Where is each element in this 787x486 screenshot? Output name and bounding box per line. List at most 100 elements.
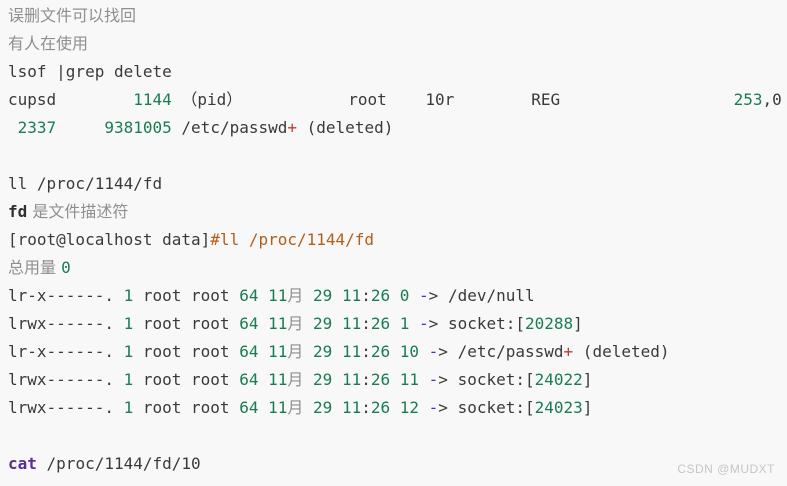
code-token: 29 bbox=[313, 342, 333, 361]
code-line: fd 是文件描述符 bbox=[8, 198, 779, 226]
code-token: 1144 bbox=[133, 90, 172, 109]
code-token: ] bbox=[582, 370, 593, 389]
code-token: (deleted) bbox=[297, 118, 394, 137]
code-token: /proc/1144/fd/10 bbox=[36, 454, 201, 473]
code-token bbox=[303, 342, 313, 361]
code-token: 11 bbox=[268, 314, 288, 333]
code-token: 11 bbox=[341, 370, 362, 389]
code-token: 26 bbox=[370, 370, 391, 389]
code-token: : bbox=[361, 314, 371, 333]
code-token: + bbox=[287, 118, 298, 137]
code-token: - bbox=[428, 342, 439, 361]
code-token: - bbox=[419, 314, 429, 333]
code-token: : bbox=[361, 286, 371, 305]
code-token bbox=[303, 398, 313, 417]
code-token bbox=[8, 118, 18, 137]
code-line: 有人在使用 bbox=[8, 30, 779, 58]
code-token: 26 bbox=[370, 398, 391, 417]
code-token: > socket:[ bbox=[428, 314, 525, 333]
code-token: lr-x------. bbox=[8, 342, 124, 361]
code-token: ] bbox=[573, 314, 583, 333]
code-token: 64 bbox=[239, 314, 259, 333]
code-line: [root@localhost data]#ll /proc/1144/fd bbox=[8, 226, 779, 254]
code-token: 月 bbox=[287, 398, 304, 417]
code-token: 26 bbox=[370, 286, 391, 305]
code-token bbox=[419, 370, 429, 389]
code-token bbox=[56, 118, 104, 137]
code-line: lr-x------. 1 root root 64 11月 29 11:26 … bbox=[8, 282, 779, 310]
watermark: CSDN @MUDXT bbox=[677, 462, 775, 476]
code-token: lrwx------. bbox=[8, 398, 124, 417]
code-token: cupsd bbox=[8, 90, 134, 109]
code-token: 1 bbox=[399, 314, 410, 333]
code-token: > socket:[ bbox=[438, 398, 535, 417]
code-token: cat bbox=[8, 454, 37, 473]
code-token: 26 bbox=[370, 314, 391, 333]
code-token: 11 bbox=[341, 314, 362, 333]
code-token bbox=[390, 286, 400, 305]
code-token: : bbox=[361, 342, 371, 361]
code-token: lrwx------. bbox=[8, 314, 124, 333]
code-token: 11 bbox=[341, 342, 362, 361]
code-token: 1 bbox=[123, 286, 134, 305]
code-token bbox=[390, 342, 400, 361]
code-token: 月 bbox=[287, 286, 304, 305]
code-token: 2337 bbox=[17, 118, 57, 137]
code-token: 11 bbox=[268, 398, 288, 417]
code-token: 11 bbox=[341, 398, 362, 417]
code-token: 11 bbox=[268, 370, 288, 389]
code-token bbox=[258, 314, 268, 333]
code-token: lrwx------. bbox=[8, 370, 124, 389]
code-token: ,0 bbox=[762, 90, 782, 109]
code-token: 24023 bbox=[534, 398, 583, 417]
code-line: ll /proc/1144/fd bbox=[8, 170, 779, 198]
code-token: : bbox=[361, 398, 371, 417]
code-line: lrwx------. 1 root root 64 11月 29 11:26 … bbox=[8, 394, 779, 422]
code-token: 29 bbox=[313, 286, 333, 305]
code-line: cat /proc/1144/fd/10 bbox=[8, 450, 779, 478]
code-token: 是文件描述符 bbox=[27, 202, 129, 221]
code-token: 总用量 bbox=[8, 258, 62, 277]
code-token: - bbox=[428, 398, 439, 417]
code-token: （pid） root 10r REG bbox=[171, 90, 734, 109]
code-token: 9381005 bbox=[104, 118, 172, 137]
code-token bbox=[332, 286, 342, 305]
code-token: 误删文件可以找回 bbox=[8, 6, 137, 25]
code-token: root root bbox=[133, 314, 240, 333]
code-token: 12 bbox=[399, 398, 420, 417]
code-token: #ll /proc/1144/fd bbox=[210, 230, 375, 249]
code-token: : bbox=[361, 370, 371, 389]
code-token: ll /proc/1144/fd bbox=[8, 174, 163, 193]
code-line: 总用量 0 bbox=[8, 254, 779, 282]
code-token: 1 bbox=[123, 398, 134, 417]
code-token: 253 bbox=[733, 90, 763, 109]
code-token: 11 bbox=[399, 370, 420, 389]
code-token: 11 bbox=[268, 286, 288, 305]
code-token: root root bbox=[133, 370, 240, 389]
code-token: 29 bbox=[313, 370, 333, 389]
code-token: (deleted) bbox=[573, 342, 670, 361]
code-token bbox=[332, 342, 342, 361]
code-token: > /etc/passwd bbox=[438, 342, 564, 361]
code-token: root root bbox=[133, 286, 240, 305]
code-token: 1 bbox=[123, 342, 134, 361]
code-token: 有人在使用 bbox=[8, 34, 89, 53]
code-token: lr-x------. bbox=[8, 286, 124, 305]
code-token: root root bbox=[133, 398, 240, 417]
code-token: 24022 bbox=[534, 370, 583, 389]
code-token: 64 bbox=[239, 286, 259, 305]
code-token bbox=[390, 314, 400, 333]
code-line: 2337 9381005 /etc/passwd+ (deleted) bbox=[8, 114, 779, 142]
code-token: 0 bbox=[61, 258, 71, 277]
code-token bbox=[258, 398, 268, 417]
code-token: 64 bbox=[239, 342, 259, 361]
code-token bbox=[303, 314, 313, 333]
code-token bbox=[419, 398, 429, 417]
code-token: root root bbox=[133, 342, 240, 361]
code-token: 29 bbox=[313, 398, 333, 417]
code-token: /etc/passwd bbox=[171, 118, 288, 137]
code-token bbox=[258, 342, 268, 361]
